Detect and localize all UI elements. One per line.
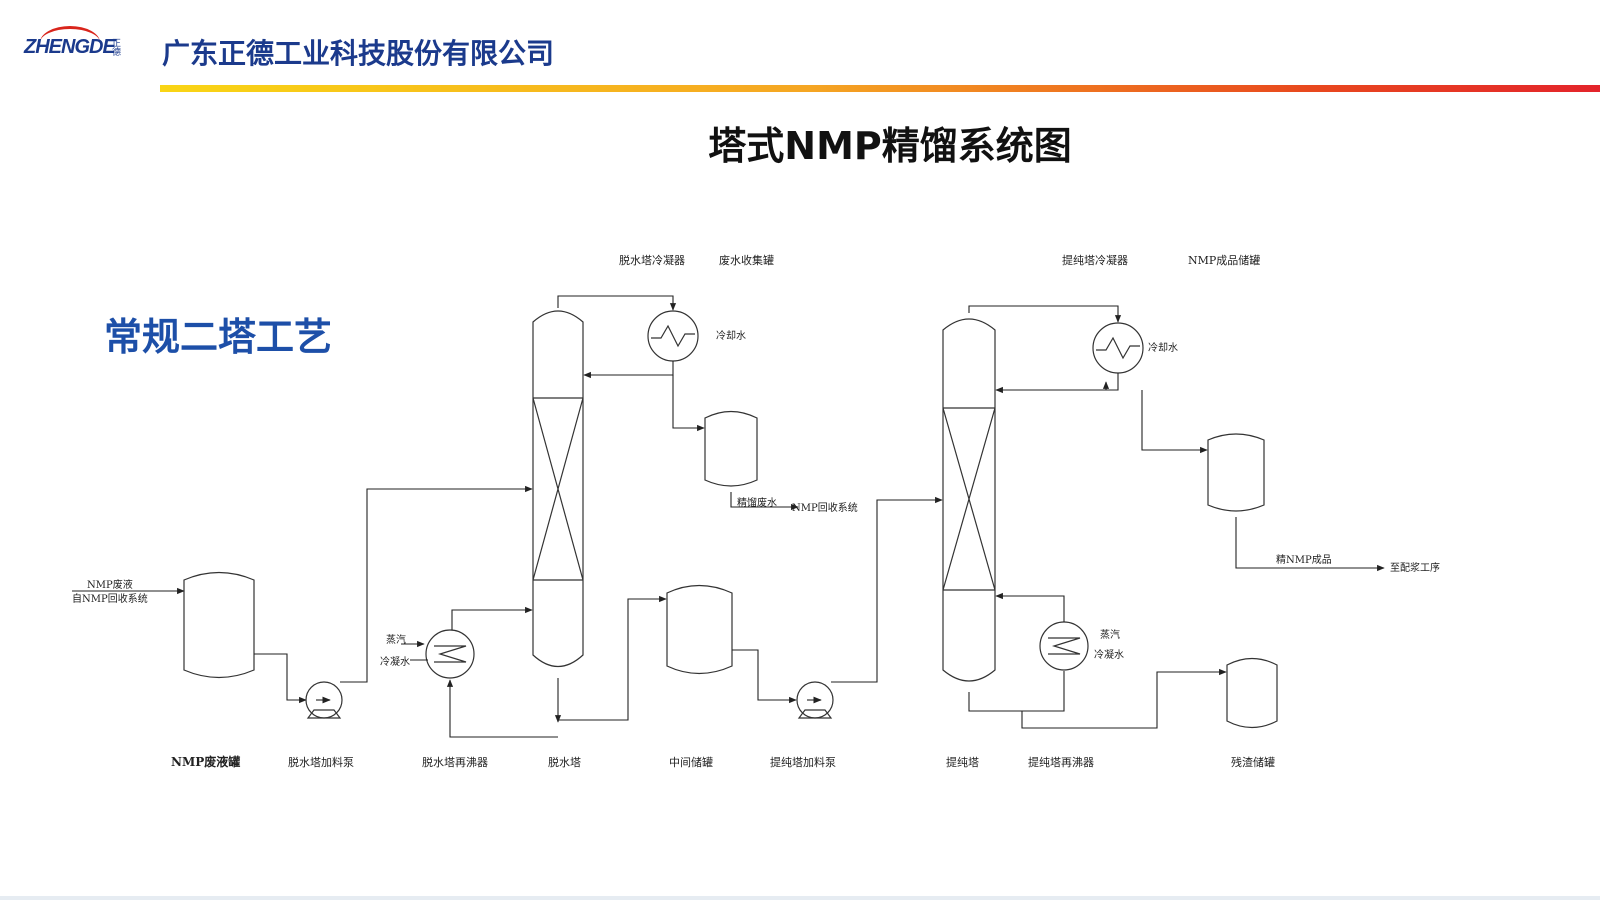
residue-storage-tank bbox=[1226, 657, 1278, 729]
label-dewater-condenser: 脱水塔冷凝器 bbox=[619, 253, 685, 267]
label-condensate-1: 冷凝水 bbox=[380, 655, 410, 668]
header-rule bbox=[160, 85, 1600, 92]
dewater-condenser bbox=[647, 310, 699, 362]
process-lines bbox=[72, 295, 1385, 738]
label-product-tank: NMP成品储罐 bbox=[1188, 253, 1260, 267]
label-dewater-reboiler: 脱水塔再沸器 bbox=[422, 755, 488, 769]
slide-title: 塔式NMP精馏系统图 bbox=[708, 124, 1072, 168]
company-name: 广东正德工业科技股份有限公司 bbox=[162, 37, 555, 70]
nmp-product-tank bbox=[1207, 433, 1265, 512]
process-subtitle: 常规二塔工艺 bbox=[104, 315, 333, 359]
logo-text: ZHENGDE bbox=[24, 36, 116, 58]
label-to-slurry: 至配浆工序 bbox=[1390, 561, 1440, 574]
dewater-reboiler bbox=[425, 629, 475, 679]
label-cooling-water-2: 冷却水 bbox=[1148, 341, 1178, 354]
label-fine-nmp: 精NMP成品 bbox=[1276, 553, 1332, 566]
label-from-recovery: 自NMP回收系统 bbox=[72, 592, 148, 605]
purify-tower bbox=[942, 318, 996, 682]
purify-feed-pump bbox=[796, 681, 834, 719]
label-dewater-tower: 脱水塔 bbox=[548, 755, 581, 769]
logo-arc bbox=[40, 26, 100, 59]
dewater-tower bbox=[532, 310, 584, 668]
label-condensate-2: 冷凝水 bbox=[1094, 648, 1124, 661]
diagram-labels: 脱水塔冷凝器 废水收集罐 提纯塔冷凝器 NMP成品储罐 冷却水 冷却水 NMP废… bbox=[72, 253, 1440, 769]
label-steam-2: 蒸汽 bbox=[1100, 628, 1120, 641]
label-purify-condenser: 提纯塔冷凝器 bbox=[1062, 253, 1128, 267]
wastewater-collection-tank bbox=[704, 410, 758, 487]
label-wastewater-tank: 废水收集罐 bbox=[719, 253, 774, 267]
label-purify-feed-pump: 提纯塔加料泵 bbox=[770, 755, 836, 769]
label-cooling-water-1: 冷却水 bbox=[716, 329, 746, 342]
label-dewater-feed-pump: 脱水塔加料泵 bbox=[288, 755, 354, 769]
purify-reboiler bbox=[1039, 621, 1089, 671]
label-steam-1: 蒸汽 bbox=[386, 633, 406, 646]
label-waste-tank: NMP废液罐 bbox=[171, 754, 240, 769]
dewater-feed-pump bbox=[305, 681, 343, 719]
label-distill-waste: 精馏废水 bbox=[737, 496, 777, 509]
label-purify-reboiler: 提纯塔再沸器 bbox=[1028, 756, 1094, 769]
logo-cn: 正德 bbox=[112, 39, 122, 58]
label-to-recovery: NMP回收系统 bbox=[792, 501, 858, 514]
purify-condenser bbox=[1092, 322, 1144, 374]
nmp-waste-tank bbox=[183, 571, 255, 679]
middle-storage-tank bbox=[666, 584, 733, 675]
label-middle-tank: 中间储罐 bbox=[669, 755, 713, 769]
label-purify-tower: 提纯塔 bbox=[946, 756, 979, 769]
footer-bar bbox=[0, 896, 1600, 900]
label-residue-tank: 残渣储罐 bbox=[1231, 755, 1275, 769]
label-nmp-waste-in: NMP废液 bbox=[87, 578, 133, 591]
